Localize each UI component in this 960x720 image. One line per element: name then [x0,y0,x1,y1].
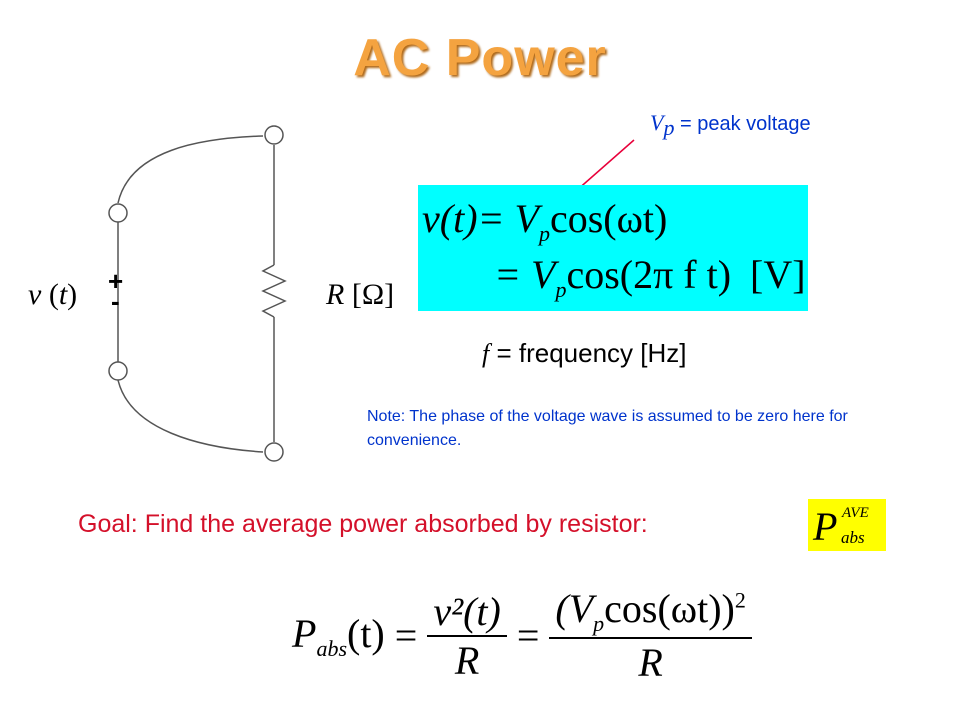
bottom-wire [117,379,264,453]
goal-text: Goal: Find the average power absorbed by… [78,510,648,538]
page-title: AC Power [353,29,607,87]
average-power-symbol-box: P AVE abs [808,499,886,551]
plus-sign: + [108,266,124,296]
frequency-text: = frequency [Hz] [489,338,687,368]
terminal-node-top-right [264,125,284,145]
equals-sign-1: = [394,613,418,658]
fraction-2-num-tail: cos(ωt)) [604,586,735,631]
peak-voltage-note: Vp = peak voltage [650,110,811,141]
eq-line1-rhs: = V [477,196,539,241]
frequency-label: f = frequency [Hz] [482,338,687,369]
peak-symbol: V [650,110,664,135]
phase-note: Note: The phase of the voltage wave is a… [367,408,848,449]
fraction-1: v²(t) R [427,588,507,684]
fraction-2-numerator: (Vpcos(ωt))2 [549,585,752,639]
fraction-2-exponent: 2 [734,587,746,613]
peak-text: = peak voltage [674,113,811,135]
voltage-equation-line-2: = Vpcos(2π f t) [494,251,731,303]
source-label-t: t [58,278,68,311]
power-lhs: Pabs(t) [292,610,385,662]
pave-subscript: abs [841,528,865,547]
eq-line1-tail: cos(ωt) [549,196,668,241]
frequency-symbol: f [482,339,490,368]
top-wire [117,135,264,204]
fraction-1-numerator: v²(t) [427,588,507,637]
fraction-2-denominator: R [638,640,663,685]
voltage-equation-line-1: v(t)= Vpcos(ωt) [422,195,667,247]
power-equation: Pabs(t) = v²(t) R = (Vpcos(ωt))2 R [292,585,752,686]
resistor-unit: Ω [361,278,385,311]
eq-lhs: v(t) [422,196,478,241]
fraction-1-denominator: R [454,637,480,683]
power-lhs-subscript: abs [316,635,347,661]
voltage-unit: [V] [750,252,806,297]
resistor-symbol [261,264,287,318]
terminal-node-top-left [108,203,128,223]
minus-sign: - [111,286,120,316]
fraction-2-num-head: (V [555,586,594,631]
eq-line2-tail: cos(2π f t) [566,252,732,297]
eq-line1-sub: p [538,221,550,246]
power-lhs-symbol: P [292,610,317,656]
pave-symbol: P [813,504,838,549]
terminal-node-bottom-left [108,361,128,381]
equals-sign-2: = [516,613,540,658]
fraction-2-num-sub: p [593,611,605,636]
voltage-equation-box: v(t)= Vpcos(ωt) = Vpcos(2π f t) [V] [418,185,808,311]
power-lhs-arg: (t) [347,610,385,656]
fraction-2: (Vpcos(ωt))2 R [549,585,752,686]
source-label: v (t) [28,278,78,311]
eq-line2-rhs: = V [494,252,556,297]
terminal-node-bottom-right [264,442,284,462]
peak-subscript: p [663,115,675,140]
resistor-label-r: R [326,278,345,311]
source-label-v: v [28,278,42,311]
eq-line2-sub: p [555,277,567,302]
pave-superscript: AVE [842,505,869,521]
resistor-label: R [Ω] [326,278,395,311]
